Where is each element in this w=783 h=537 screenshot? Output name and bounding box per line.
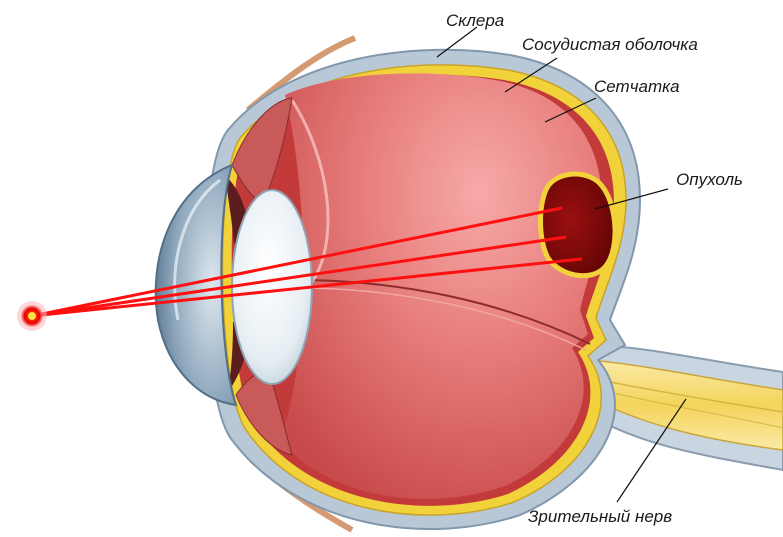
- label-sclera: Склера: [446, 11, 504, 31]
- label-optic-nerve: Зрительный нерв: [528, 507, 672, 527]
- laser-dot-icon: [17, 301, 47, 331]
- label-retina: Сетчатка: [594, 77, 680, 97]
- label-choroid: Сосудистая оболочка: [522, 35, 698, 55]
- label-tumor: Опухоль: [676, 170, 743, 190]
